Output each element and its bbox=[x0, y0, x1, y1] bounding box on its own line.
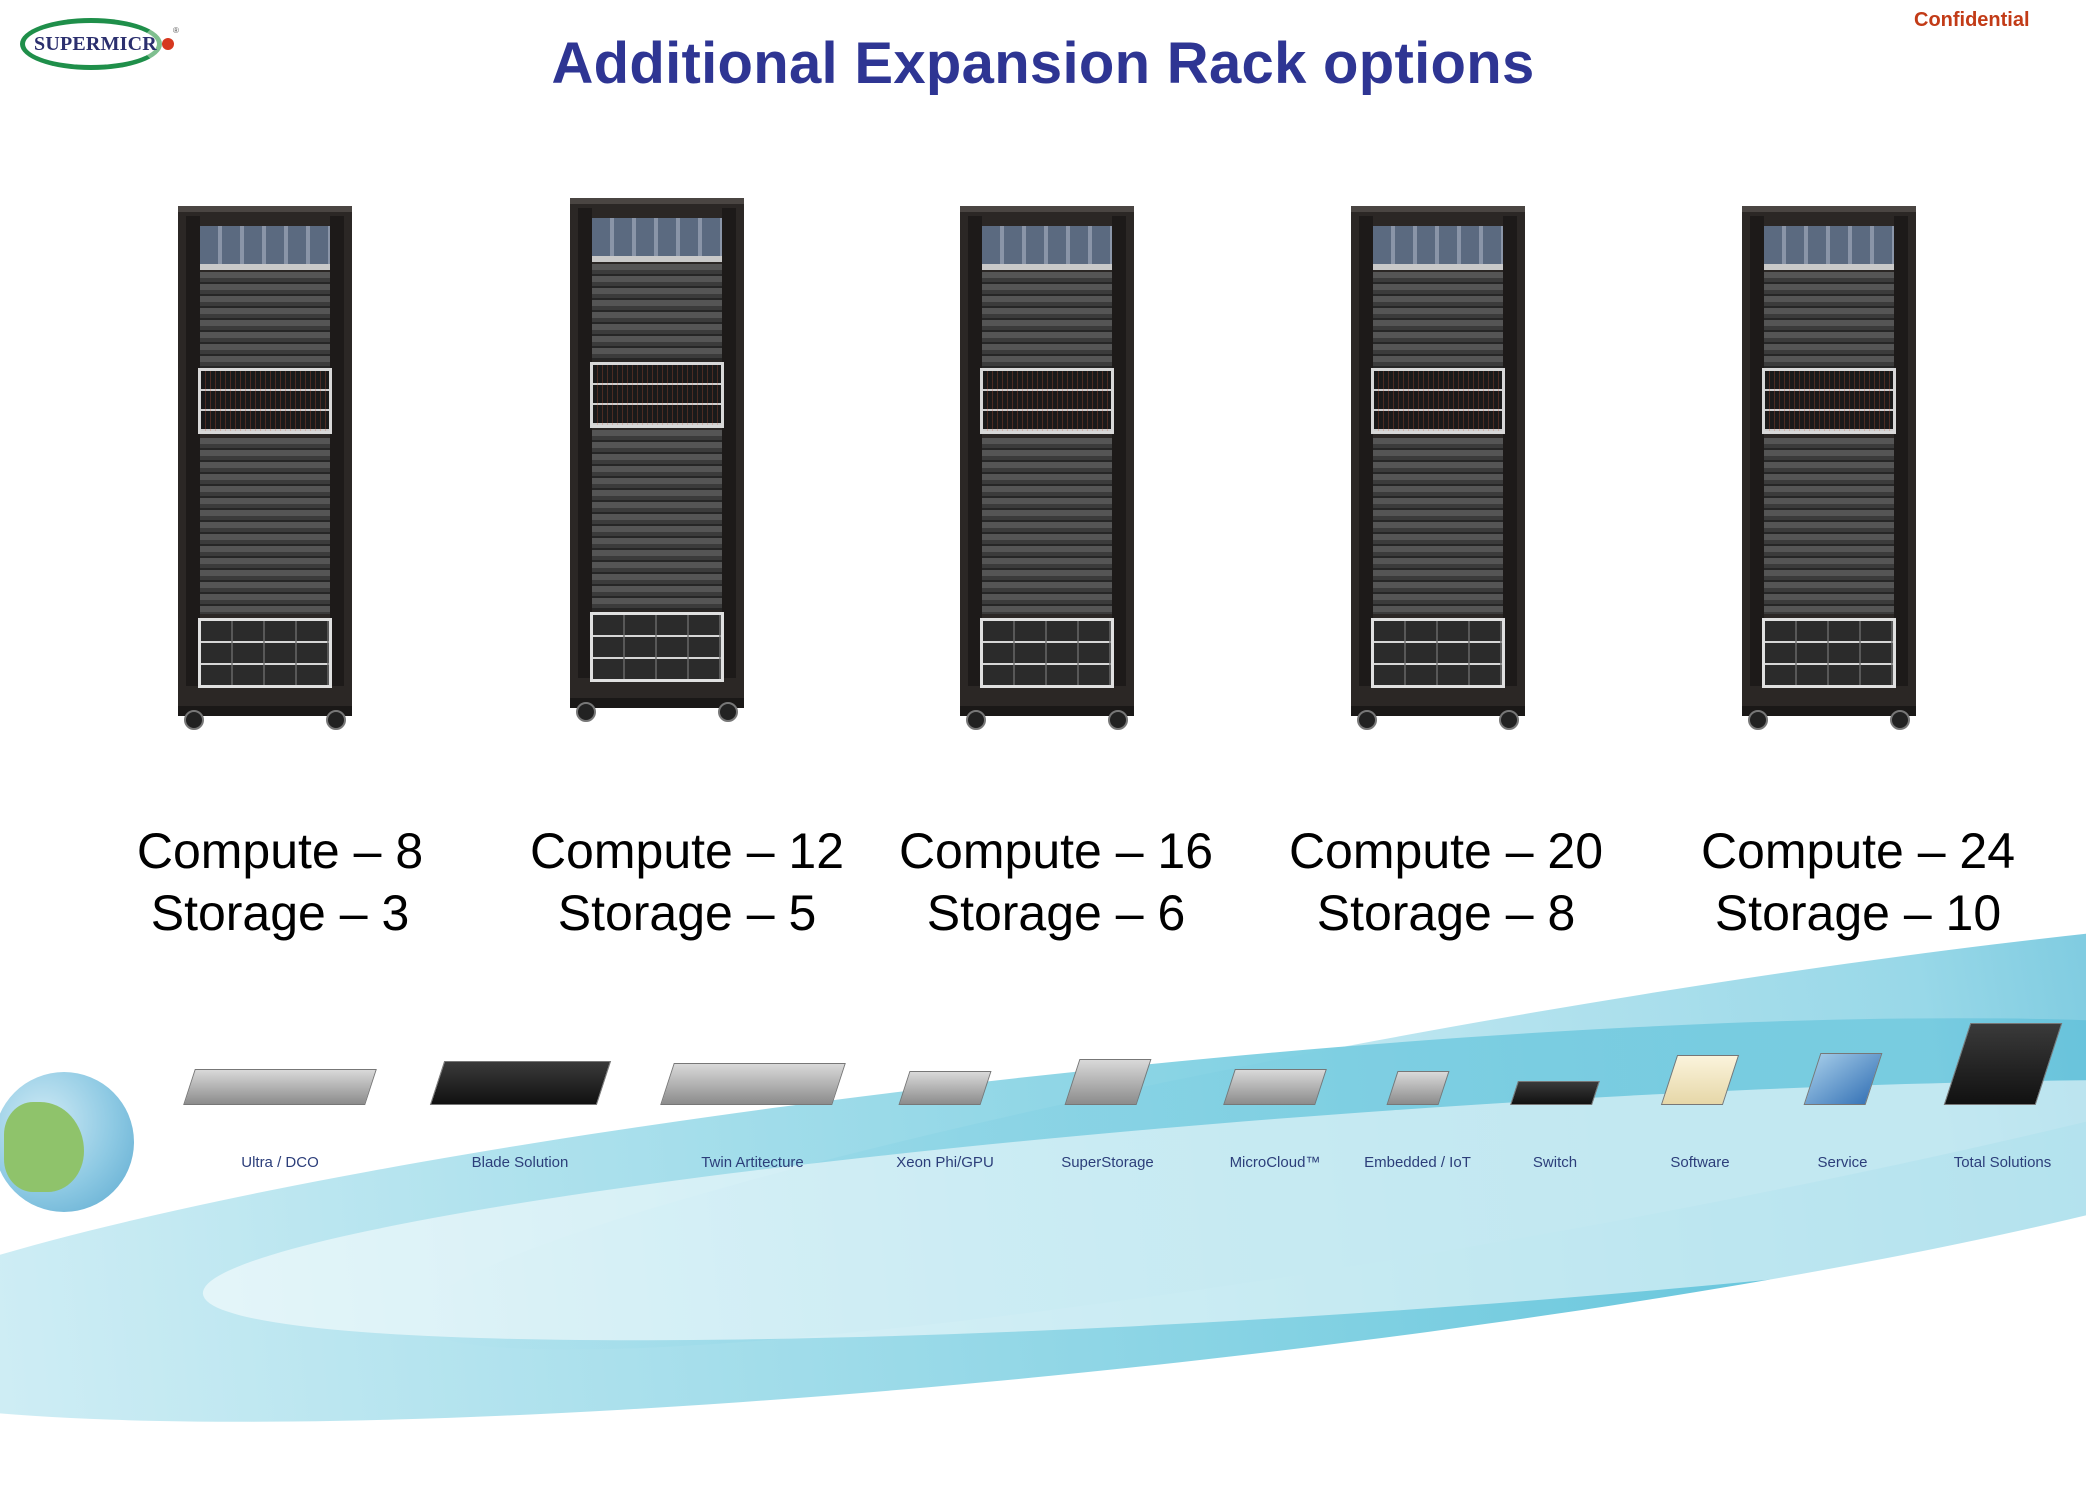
storage-count: Storage – 3 bbox=[150, 885, 410, 941]
rack-image bbox=[960, 206, 1134, 730]
jbod-unit bbox=[198, 368, 332, 434]
product-blade-solution: Blade Solution bbox=[429, 1055, 611, 1171]
compute-count: Compute – 24 bbox=[1700, 823, 2016, 879]
compute-count: Compute – 12 bbox=[529, 823, 845, 879]
storage-unit bbox=[1762, 618, 1896, 688]
product-total-solutions: Total Solutions bbox=[1935, 1023, 2070, 1171]
switch-unit bbox=[592, 218, 722, 262]
rack-option-label: Compute – 24 Storage – 10 bbox=[1678, 820, 2038, 944]
twin-server-icon bbox=[659, 1063, 846, 1105]
rack-image bbox=[1742, 206, 1916, 730]
storage-count: Storage – 5 bbox=[557, 885, 817, 941]
logo-ring-icon bbox=[20, 18, 162, 70]
storage-count: Storage – 10 bbox=[1714, 885, 2002, 941]
storage-unit bbox=[1371, 618, 1505, 688]
logo-text: SUPERMICR bbox=[34, 33, 157, 55]
microcloud-icon bbox=[1223, 1069, 1327, 1105]
product-superstorage: SuperStorage bbox=[1040, 1055, 1175, 1171]
product-xeon-phi-gpu: Xeon Phi/GPU bbox=[880, 1055, 1010, 1171]
product-service: Service bbox=[1790, 1053, 1895, 1171]
compute-count: Compute – 20 bbox=[1288, 823, 1604, 879]
service-gears-icon bbox=[1803, 1053, 1882, 1105]
embedded-box-icon bbox=[1385, 1071, 1450, 1105]
rack-image bbox=[1351, 206, 1525, 730]
switch-unit bbox=[982, 226, 1112, 270]
supermicro-logo: SUPERMICR ® bbox=[20, 16, 179, 72]
jbod-unit bbox=[1762, 368, 1896, 434]
rack-option-label: Compute – 8 Storage – 3 bbox=[100, 820, 460, 944]
compute-count: Compute – 16 bbox=[898, 823, 1214, 879]
storage-unit bbox=[980, 618, 1114, 688]
rack-image bbox=[178, 206, 352, 730]
switch-unit bbox=[1764, 226, 1894, 270]
globe-icon bbox=[0, 1072, 134, 1212]
gpu-server-icon bbox=[898, 1071, 992, 1105]
blade-enclosure-icon bbox=[429, 1061, 611, 1105]
rack-option-label: Compute – 12 Storage – 5 bbox=[507, 820, 867, 944]
software-windows-icon bbox=[1660, 1055, 1740, 1105]
product-microcloud: MicroCloud™ bbox=[1210, 1055, 1340, 1171]
storage-count: Storage – 8 bbox=[1316, 885, 1576, 941]
jbod-unit bbox=[980, 368, 1114, 434]
jbod-unit bbox=[1371, 368, 1505, 434]
product-software: Software bbox=[1650, 1055, 1750, 1171]
storage-unit bbox=[590, 612, 724, 682]
server-1u-icon bbox=[183, 1069, 377, 1105]
product-embedded-iot: Embedded / IoT bbox=[1345, 1055, 1490, 1171]
registered-mark-icon: ® bbox=[173, 26, 179, 35]
storage-server-icon bbox=[1064, 1059, 1151, 1105]
product-banner bbox=[0, 830, 2086, 1505]
switch-unit bbox=[1373, 226, 1503, 270]
product-twin-architecture: Twin Artitecture bbox=[655, 1055, 850, 1171]
switch-unit bbox=[200, 226, 330, 270]
rack-image bbox=[570, 198, 744, 722]
jbod-unit bbox=[590, 362, 724, 428]
confidential-label: Confidential bbox=[1914, 9, 2030, 31]
storage-unit bbox=[198, 618, 332, 688]
network-switch-icon bbox=[1510, 1081, 1600, 1105]
product-switch: Switch bbox=[1510, 1055, 1600, 1171]
product-ultra-dco: Ultra / DCO bbox=[175, 1055, 385, 1171]
compute-count: Compute – 8 bbox=[136, 823, 424, 879]
logo-dot-icon bbox=[162, 38, 174, 50]
rack-option-label: Compute – 20 Storage – 8 bbox=[1266, 820, 1626, 944]
rack-option-label: Compute – 16 Storage – 6 bbox=[876, 820, 1236, 944]
storage-count: Storage – 6 bbox=[926, 885, 1186, 941]
page-title: Additional Expansion Rack options bbox=[551, 31, 1535, 96]
